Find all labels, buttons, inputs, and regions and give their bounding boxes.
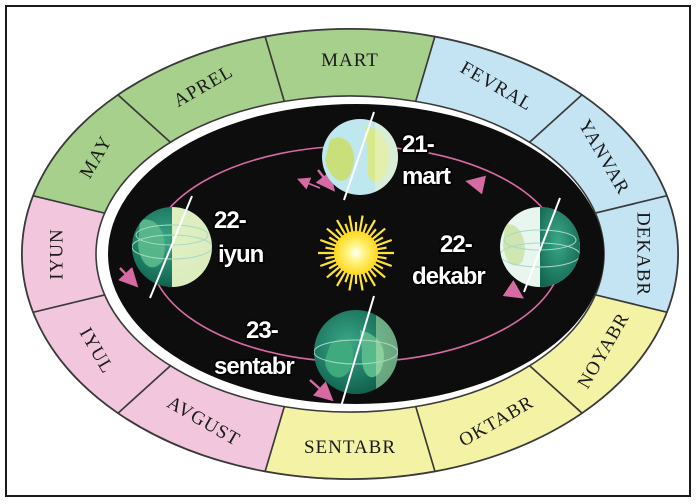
orbit-arrow bbox=[315, 169, 335, 192]
date-september-month: sentabr bbox=[214, 353, 294, 380]
sun-core bbox=[334, 231, 378, 275]
date-december-day: 22- bbox=[440, 231, 473, 258]
orbit-arrow bbox=[465, 175, 487, 195]
sun bbox=[318, 215, 394, 291]
month-segment-aprel bbox=[116, 35, 286, 144]
date-june-day: 22- bbox=[214, 207, 247, 234]
month-label-dekabr: DEKABR bbox=[633, 212, 654, 296]
date-march-day: 21- bbox=[402, 131, 435, 158]
earth-march bbox=[322, 111, 398, 201]
month-label-mart: MART bbox=[321, 50, 379, 71]
date-june-month: iyun bbox=[218, 241, 264, 268]
orbit-arrow bbox=[118, 266, 139, 288]
date-march-month: mart bbox=[402, 163, 451, 190]
orbit-arrow bbox=[309, 379, 334, 402]
date-september-day: 23- bbox=[246, 317, 279, 344]
date-december-month: dekabr bbox=[412, 263, 485, 290]
orbit-arrow bbox=[502, 280, 524, 299]
month-label-iyun: IYUN bbox=[47, 228, 68, 280]
month-label-sentabr: SENTABR bbox=[304, 437, 396, 458]
